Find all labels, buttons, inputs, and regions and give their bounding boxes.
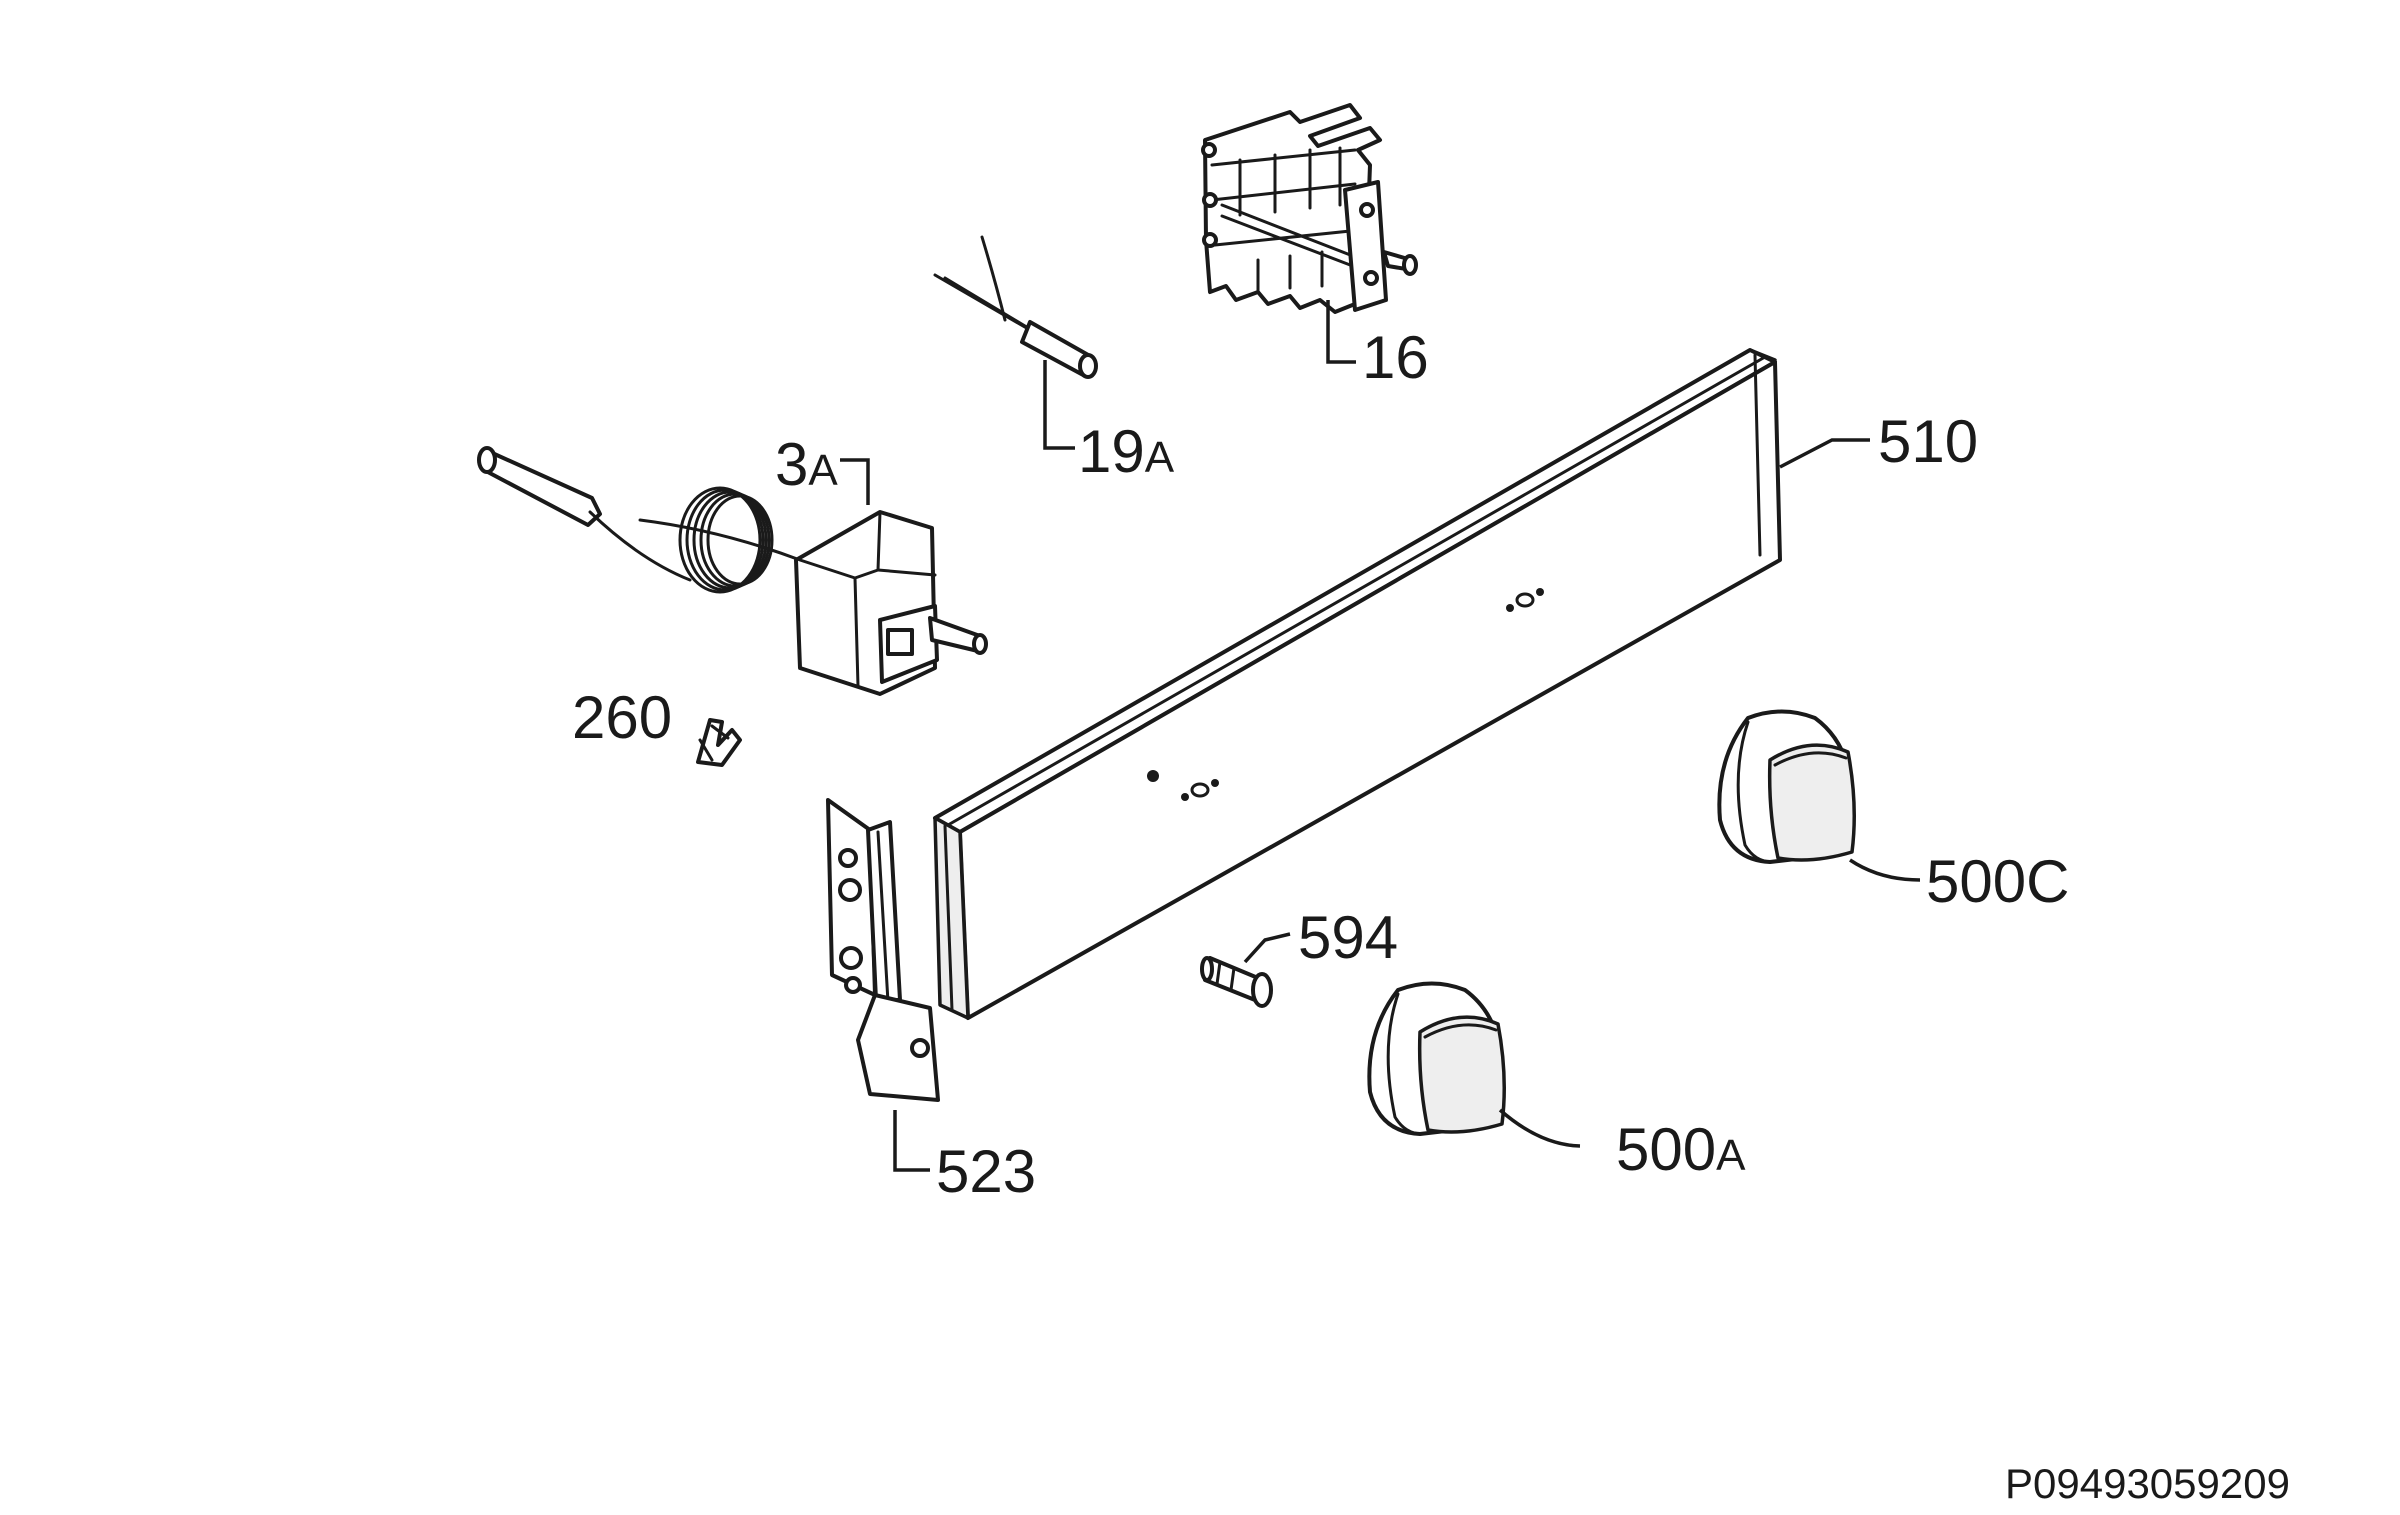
diagram-reference-code: P09493059209 [2005,1460,2290,1507]
part-510-control-panel: 510 [933,348,1978,1020]
part-label-523: 523 [936,1138,1036,1205]
part-label-19a: 19A [1078,418,1175,485]
part-label-260: 260 [572,684,672,751]
part-label-510: 510 [1878,408,1978,475]
part-260-clip: 260 [572,684,742,767]
part-523-bracket: 523 [826,798,1036,1205]
part-19a-sensor: 19A [933,235,1175,485]
part-500a-knob: 500A [1367,981,1746,1183]
part-label-3a: 3A [775,431,838,498]
part-500c-knob: 500C [1717,709,2069,915]
part-label-500a: 500A [1616,1116,1746,1183]
part-label-500c: 500C [1926,848,2069,915]
part-594-spacer: 594 [1200,904,1398,1008]
part-label-594: 594 [1298,904,1398,971]
part-3a-thermostat: 3A [477,431,988,696]
part-16-selector-switch: 16 [1201,103,1429,391]
part-label-16: 16 [1362,324,1429,391]
